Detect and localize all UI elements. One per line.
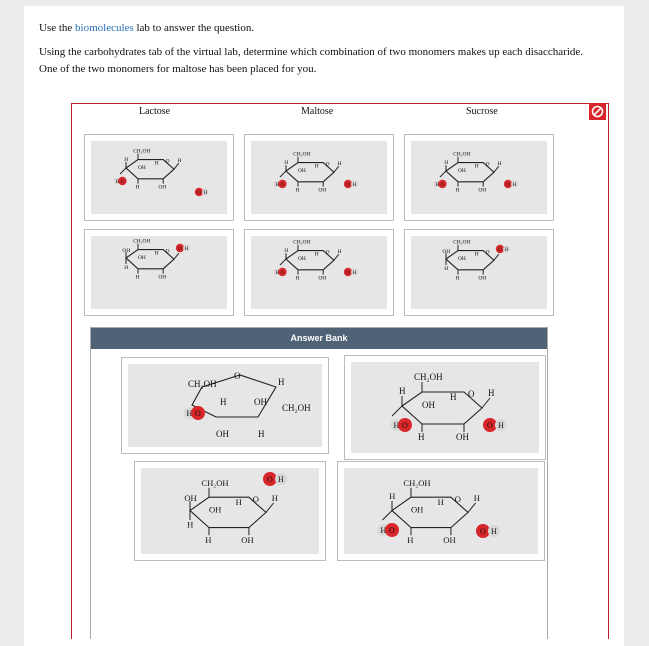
maltose-slot-2[interactable] bbox=[244, 229, 394, 316]
bank-item-glucose-beta[interactable] bbox=[134, 461, 326, 561]
maltose-slot-1[interactable] bbox=[244, 134, 394, 221]
column-title-maltose: Maltose bbox=[301, 106, 334, 117]
question-body: Using the carbohydrates tab of the virtu… bbox=[39, 46, 584, 75]
lactose-slot-1[interactable] bbox=[84, 134, 234, 221]
close-icon[interactable] bbox=[589, 103, 606, 120]
biomolecules-link[interactable]: biomolecules bbox=[75, 22, 134, 34]
bank-item-fructose[interactable] bbox=[121, 357, 329, 454]
sucrose-slot-1[interactable] bbox=[404, 134, 554, 221]
lactose-slot-2[interactable] bbox=[84, 229, 234, 316]
bank-item-glucose-alpha[interactable] bbox=[344, 355, 546, 460]
sucrose-slot-2[interactable] bbox=[404, 229, 554, 316]
answer-bank-title: Answer Bank bbox=[91, 328, 547, 349]
lab-panel bbox=[71, 103, 609, 639]
column-title-sucrose: Sucrose bbox=[466, 106, 498, 117]
column-title-lactose: Lactose bbox=[139, 106, 171, 117]
question-intro: Use the biomolecules lab to answer the q… bbox=[39, 22, 255, 34]
bank-item-galactose[interactable] bbox=[337, 461, 545, 561]
